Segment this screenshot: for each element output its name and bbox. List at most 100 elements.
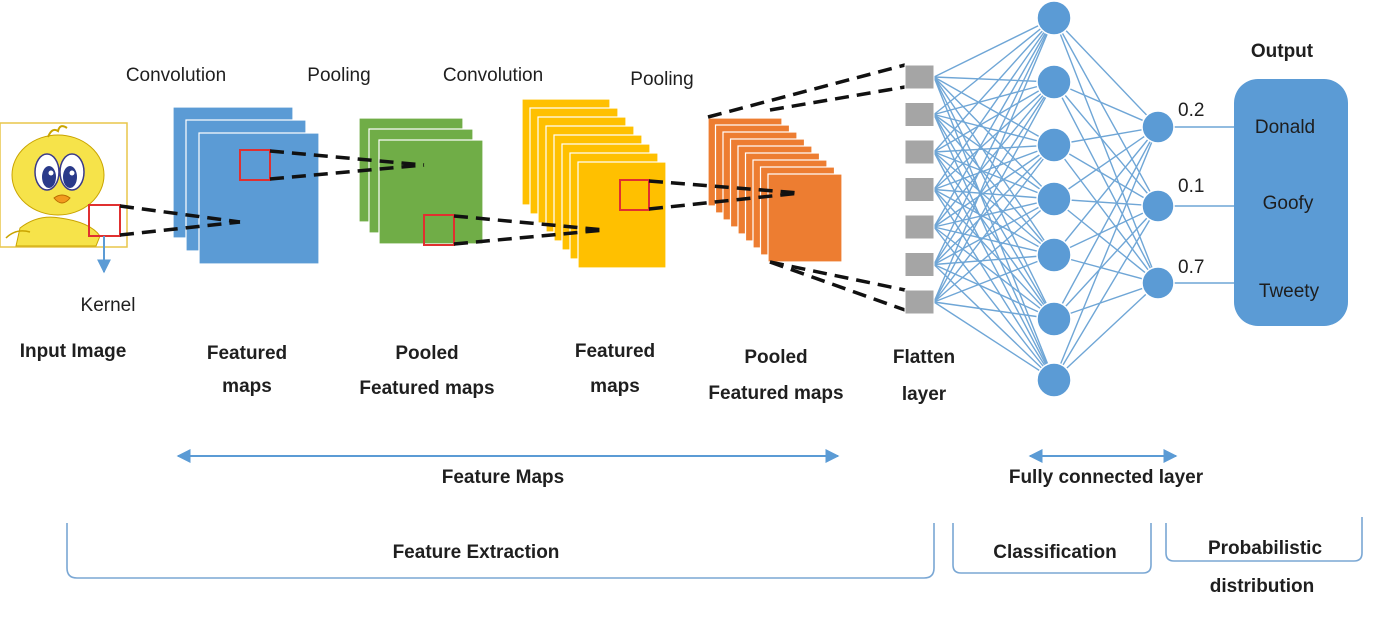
flatten-unit-6 [904, 252, 935, 277]
fc-edge [933, 198, 1055, 303]
hidden-layer-neurons [1036, 0, 1072, 398]
fc-edge [933, 113, 1055, 146]
label-convolution-2: Convolution [443, 65, 543, 86]
fc-edge [933, 76, 1055, 146]
flatten-unit-1 [904, 64, 935, 90]
fc-edge [933, 81, 1055, 116]
input-image [0, 122, 128, 248]
classification-brace [952, 523, 1152, 574]
fc-edge [933, 76, 1055, 200]
output-neuron-2 [1141, 189, 1175, 223]
label-flatten-layer-line1: Flatten [893, 347, 955, 368]
fc-edge [933, 81, 1055, 153]
label-feature-extraction: Feature Extraction [393, 542, 560, 563]
fc-edge [933, 189, 1055, 320]
fc-edge [933, 144, 1055, 191]
fc-edge [933, 301, 1055, 381]
fc-edge [933, 113, 1055, 200]
label-pooled-featured-maps-1-line1: Pooled [395, 343, 458, 364]
fc-edge [933, 17, 1055, 265]
fc-edge [1053, 17, 1159, 128]
projection-lines [119, 63, 906, 312]
fc-edge [933, 17, 1055, 78]
flatten-unit-2 [904, 102, 935, 127]
kernel-box-conv1 [239, 149, 271, 181]
fc-edge [1053, 282, 1159, 320]
label-input-image: Input Image [20, 341, 127, 362]
flatten-layer-units [904, 64, 935, 315]
output-layer-neurons [1141, 110, 1175, 300]
fc-edge [933, 17, 1055, 228]
output-title: Output [1251, 41, 1314, 62]
probabilistic-brace [1165, 517, 1363, 562]
flatten-unit-7 [904, 289, 935, 315]
pool2-feature-maps [707, 117, 843, 263]
fc-edge [933, 263, 1055, 320]
fc-edge [933, 76, 1055, 320]
fc-edge [933, 151, 1055, 320]
kernel-box-pool1 [423, 214, 455, 246]
fc-edge [1053, 144, 1159, 284]
flatten-unit-3 [904, 139, 935, 165]
fc-edge [933, 114, 1055, 320]
fc-edge [1053, 126, 1159, 256]
fc-edge [1053, 17, 1159, 207]
fc-edge [933, 81, 1055, 303]
fc-edge [1053, 17, 1159, 284]
output-prob-tweety: 0.7 [1178, 257, 1204, 278]
pool2-map-9 [767, 173, 843, 263]
label-probabilistic-line2: distribution [1210, 576, 1314, 597]
label-probabilistic-line1: Probabilistic [1208, 538, 1322, 559]
output-class-goofy: Goofy [1263, 193, 1314, 214]
output-class-donald: Donald [1255, 117, 1315, 138]
fc-edge [933, 263, 1055, 381]
hidden-neuron-1 [1036, 0, 1072, 36]
fc-edge [933, 301, 1055, 320]
fc-edge [1053, 198, 1159, 284]
fc-edge [933, 81, 1055, 228]
label-featured-maps-1-line1: Featured [207, 343, 287, 364]
label-pooling-1: Pooling [307, 65, 370, 86]
fc-edge [933, 188, 1055, 256]
output-box [1234, 79, 1348, 326]
fc-edge [933, 226, 1055, 256]
fc-edge [1053, 282, 1159, 381]
fc-edge [933, 76, 1055, 256]
fc-edge [933, 76, 1055, 381]
hidden-neuron-2 [1036, 64, 1072, 100]
hidden-neuron-3 [1036, 127, 1072, 163]
fc-edge [933, 81, 1055, 191]
conv1-feature-maps [172, 106, 320, 265]
fc-edge [933, 189, 1055, 381]
fc-edge [1053, 205, 1159, 256]
fc-edge [933, 17, 1055, 153]
fc-edge [933, 76, 1055, 83]
fc-edge [1053, 144, 1159, 207]
output-neuron-1 [1141, 110, 1175, 144]
fc-edge [933, 151, 1055, 381]
fc-edge [933, 226, 1055, 320]
fc-edge [933, 114, 1055, 256]
flatten-unit-5 [904, 214, 935, 240]
pool1-map-3 [378, 139, 484, 245]
pool1-feature-maps [358, 117, 484, 245]
feature-extraction-brace [66, 523, 935, 579]
fc-edge [933, 144, 1055, 303]
hidden-neuron-7 [1036, 362, 1072, 398]
fc-edge [933, 254, 1055, 266]
label-featured-maps-2-line1: Featured [575, 341, 655, 362]
label-pooling-2: Pooling [630, 69, 693, 90]
hidden-neuron-4 [1036, 181, 1072, 217]
fc-edge [933, 151, 1055, 256]
fc-edge [1053, 126, 1159, 200]
label-classification: Classification [993, 542, 1117, 563]
label-fully-connected-layer: Fully connected layer [1009, 467, 1204, 488]
kernel-label: Kernel [81, 295, 136, 316]
kernel-box-conv2 [619, 179, 650, 211]
fc-edge [933, 17, 1055, 116]
fc-edge [1053, 81, 1159, 128]
fc-edge [1053, 81, 1159, 207]
hidden-neuron-5 [1036, 237, 1072, 273]
conv2-feature-maps [521, 98, 667, 269]
label-feature-maps: Feature Maps [442, 467, 564, 488]
